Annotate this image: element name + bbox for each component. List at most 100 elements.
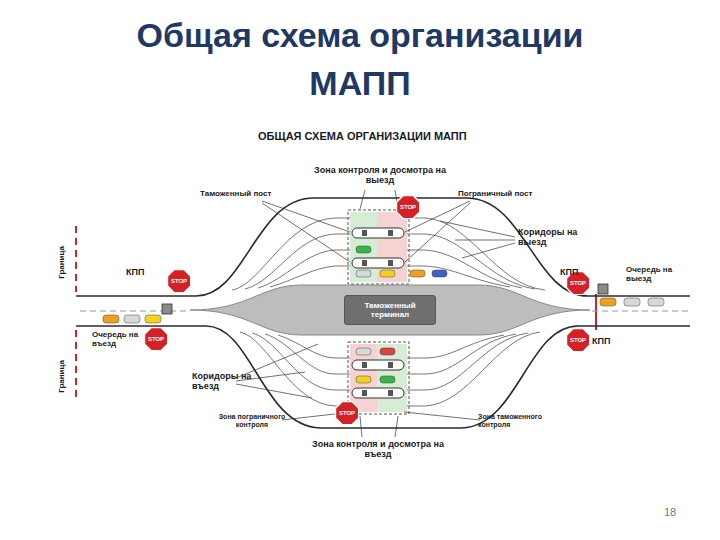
terminal-shape: [190, 285, 590, 335]
car: [380, 376, 395, 383]
border-line: [595, 294, 597, 330]
stop-rim: [396, 195, 420, 219]
car: [410, 270, 425, 277]
control-zone: [377, 344, 407, 412]
leader-line: [404, 412, 480, 420]
stop-text: STOP: [171, 278, 187, 285]
car: [145, 315, 161, 323]
stop-octagon: [144, 327, 167, 350]
zone-label: Зона таможенного контроля: [478, 413, 548, 428]
page-number: 18: [664, 506, 694, 518]
booth-post: [362, 230, 367, 236]
leader-line: [395, 416, 398, 437]
road-edge: [578, 325, 690, 327]
checkpoint-label: КПП: [126, 268, 156, 278]
booth-post: [388, 390, 393, 396]
leader-line: [455, 240, 515, 241]
post-label: Пограничный пост: [458, 190, 558, 199]
control-zone-frame: [348, 342, 409, 414]
leader-line: [440, 221, 515, 237]
stop-sign: STOP: [144, 327, 168, 351]
terminal-name: Таможенный терминал: [344, 295, 436, 325]
queue-label: Очередь на выезд: [626, 266, 696, 284]
border-label: Граница: [58, 232, 67, 292]
car: [432, 270, 447, 277]
inspection-booth: [352, 388, 404, 398]
zone-label: Зона пограничного контроля: [212, 413, 292, 428]
border-label: Граница: [58, 346, 67, 406]
booth-post: [362, 390, 367, 396]
car: [124, 315, 140, 323]
road-edge: [76, 325, 206, 327]
stop-octagon: [566, 328, 589, 351]
inspection-booth: [352, 228, 404, 238]
road-edge: [196, 198, 588, 296]
inspection-booth: [352, 360, 404, 370]
stop-text: STOP: [339, 410, 355, 417]
road-edge: [76, 295, 196, 297]
car: [103, 315, 119, 323]
customs-terminal: Таможенный терминал: [190, 282, 590, 338]
stop-octagon: [335, 401, 358, 424]
control-zone: [377, 212, 407, 282]
car: [356, 246, 371, 253]
queue-label: Очередь на въезд: [92, 331, 162, 349]
road-centre-line: [592, 311, 690, 312]
stop-sign: STOP: [335, 401, 359, 425]
inner-title: ОБЩАЯ СХЕМА ОРГАНИЗАЦИИ МАПП: [258, 130, 498, 142]
booth-post: [362, 260, 367, 266]
control-zone: [350, 212, 377, 282]
control-zone-frame: [348, 210, 409, 284]
booth-post: [388, 230, 393, 236]
stop-sign: STOP: [566, 328, 590, 352]
checkpoint-booth: [162, 304, 172, 314]
road-edge: [76, 198, 690, 428]
leader-line: [262, 201, 350, 232]
stop-rim: [335, 401, 359, 425]
corridor-label: Коридоры на выезд: [518, 228, 588, 248]
border-line: [75, 330, 77, 400]
car: [624, 298, 640, 306]
stop-sign: STOP: [167, 269, 191, 293]
leader-line: [360, 190, 365, 209]
post-label: Таможенный пост: [200, 190, 290, 199]
lane-line: [265, 334, 516, 374]
checkpoint-booth: [598, 284, 608, 294]
zone-label: Зона контроля и досмотра на въезд: [308, 440, 448, 460]
stop-rim: [566, 328, 590, 352]
stop-octagon: [167, 269, 190, 292]
leader-line: [462, 243, 515, 258]
stop-sign: STOP: [396, 195, 420, 219]
leader-line: [262, 203, 350, 262]
leader-line: [236, 384, 312, 398]
booth-post: [388, 260, 393, 266]
stop-rim: [144, 327, 168, 351]
stop-rim: [167, 269, 191, 293]
stop-text: STOP: [570, 337, 586, 344]
car: [103, 246, 664, 383]
booth-post: [362, 362, 367, 368]
stop-text: STOP: [148, 336, 164, 343]
leader-line: [360, 416, 362, 437]
road-centre-line: [80, 311, 190, 312]
car: [380, 270, 395, 277]
stop-octagon: [396, 195, 419, 218]
corridor-label: Коридоры на въезд: [192, 372, 252, 392]
border-line: [75, 226, 77, 292]
border-line: [76, 226, 596, 400]
car: [380, 348, 395, 355]
control-zone: [350, 344, 377, 412]
stop-text: STOP: [400, 204, 416, 211]
checkpoint-label: КПП: [560, 268, 590, 278]
slide-title: Общая схема организации МАПП: [100, 12, 620, 107]
car: [356, 376, 371, 383]
car: [648, 298, 664, 306]
car: [600, 298, 616, 306]
zone-label: Зона контроля и досмотра на выезд: [310, 166, 450, 186]
car: [356, 270, 371, 277]
road-edge: [206, 326, 578, 428]
road-edge: [588, 295, 690, 297]
inspection-booth: [352, 258, 404, 268]
stop-text: STOP: [570, 280, 586, 287]
